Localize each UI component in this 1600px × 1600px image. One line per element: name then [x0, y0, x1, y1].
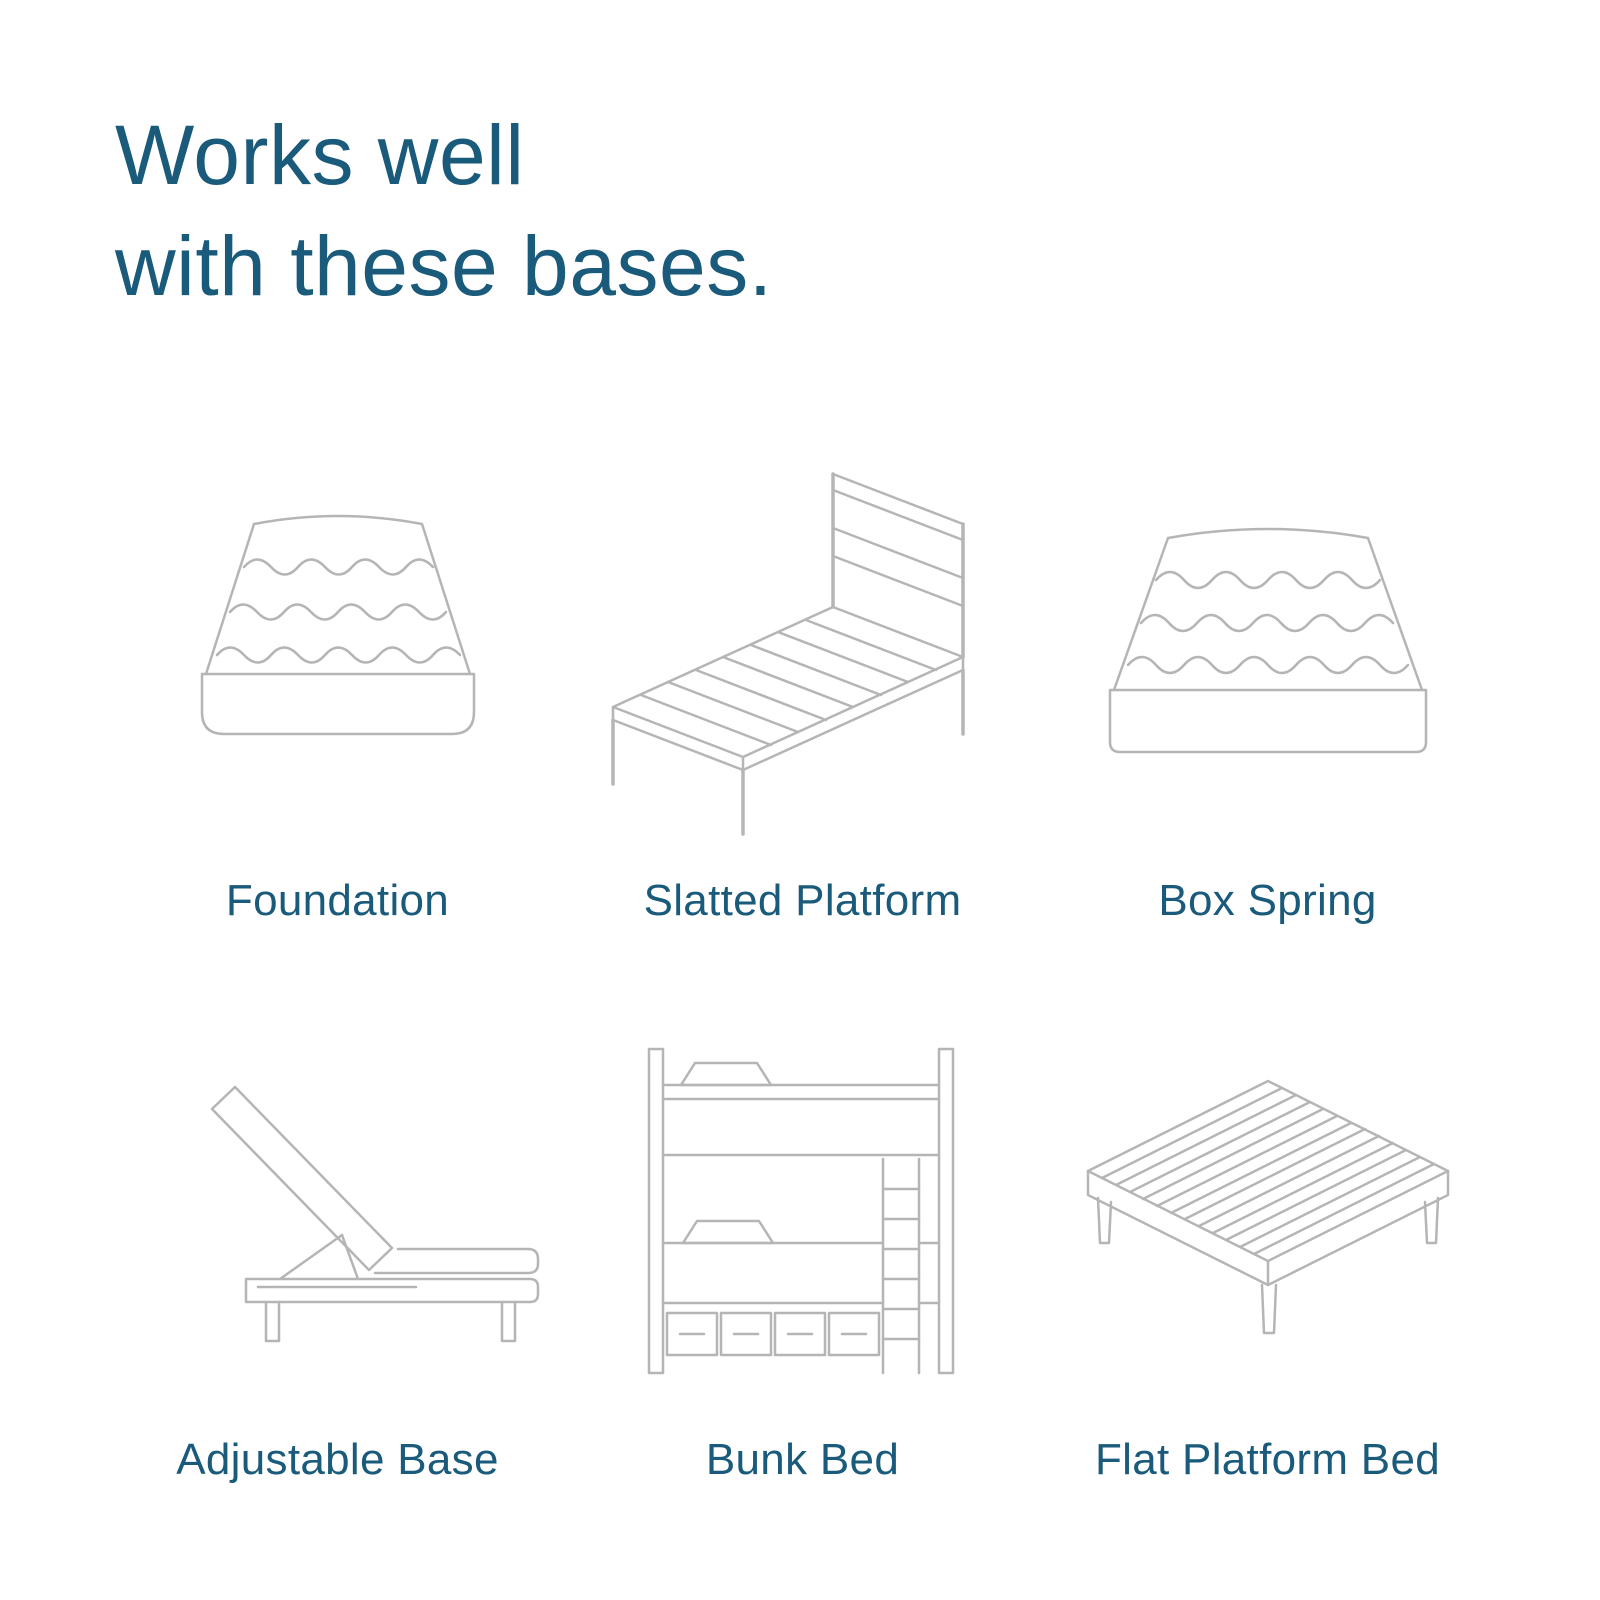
- base-item-foundation: Foundation: [115, 462, 560, 926]
- base-label-foundation: Foundation: [225, 875, 450, 925]
- box-spring-icon: [1108, 527, 1427, 753]
- bases-grid: Foundation: [115, 462, 1490, 1485]
- page-title: Works well with these bases.: [115, 100, 1490, 322]
- base-label-flat-platform-bed: Flat Platform Bed: [1094, 1434, 1440, 1484]
- base-label-slatted-platform: Slatted Platform: [643, 875, 962, 925]
- base-item-box-spring: Box Spring: [1045, 462, 1490, 926]
- base-item-adjustable-base: Adjustable Base: [115, 1021, 560, 1485]
- bunk-bed-icon: [647, 1047, 954, 1374]
- base-label-bunk-bed: Bunk Bed: [705, 1434, 900, 1484]
- base-item-flat-platform-bed: Flat Platform Bed: [1045, 1021, 1490, 1485]
- base-label-box-spring: Box Spring: [1158, 875, 1377, 925]
- slatted-platform-icon: [610, 472, 965, 836]
- page-title-line1: Works well: [115, 108, 525, 202]
- flat-platform-bed-icon: [1086, 1079, 1449, 1334]
- base-item-bunk-bed: Bunk Bed: [580, 1021, 1025, 1485]
- adjustable-base-icon: [210, 1085, 539, 1342]
- foundation-icon: [200, 514, 475, 735]
- base-item-slatted-platform: Slatted Platform: [580, 462, 1025, 926]
- base-label-adjustable-base: Adjustable Base: [176, 1434, 499, 1484]
- page-title-line2: with these bases.: [115, 218, 773, 313]
